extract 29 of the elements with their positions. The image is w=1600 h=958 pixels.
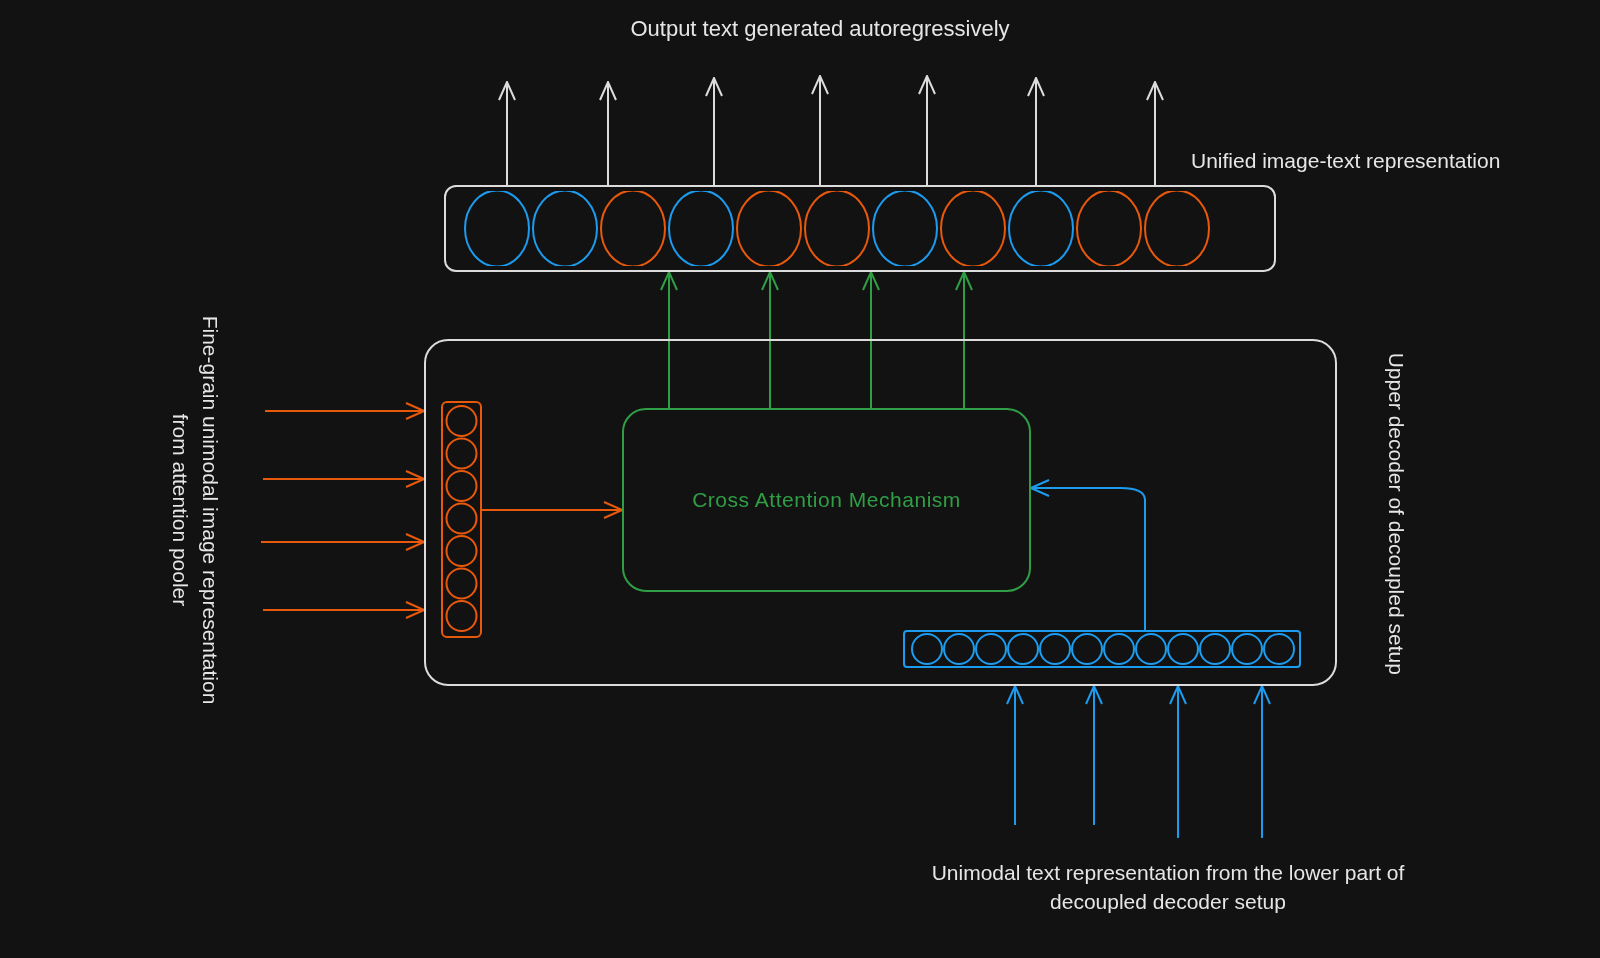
arrow [262,601,425,619]
arrow [1146,81,1164,186]
box-label: Cross Attention Mechanism [692,487,961,514]
arrow [811,75,829,186]
arrow [1027,77,1045,186]
bar-heading: Unified image-text representation [1191,148,1502,174]
arrow [705,77,723,186]
arrow [599,81,617,186]
arrow [1253,685,1271,839]
arrow [1030,479,1146,631]
arrow [955,271,973,409]
arrow [1169,685,1187,839]
arrow [481,501,623,519]
panel-heading: Upper decoder of decoupled setup [1383,351,1409,677]
arrow [264,402,425,420]
arrow [1006,685,1024,826]
arrow [918,75,936,186]
arrow [761,271,779,409]
bottom-label: Unimodal text representation from the lower part of decoupled decoder setup [930,860,1406,915]
token-bar [903,630,1301,668]
arrow [660,271,678,409]
process-box [622,408,1031,592]
side-label: Fine-grain unimodal image representation from attention pooler [168,314,223,707]
arrow [262,470,425,488]
arrow [1085,685,1103,826]
arrow [498,81,516,186]
diagram-title: Output text generated autoregressively [629,15,1011,43]
arrow [260,533,425,551]
arrow [862,271,880,409]
